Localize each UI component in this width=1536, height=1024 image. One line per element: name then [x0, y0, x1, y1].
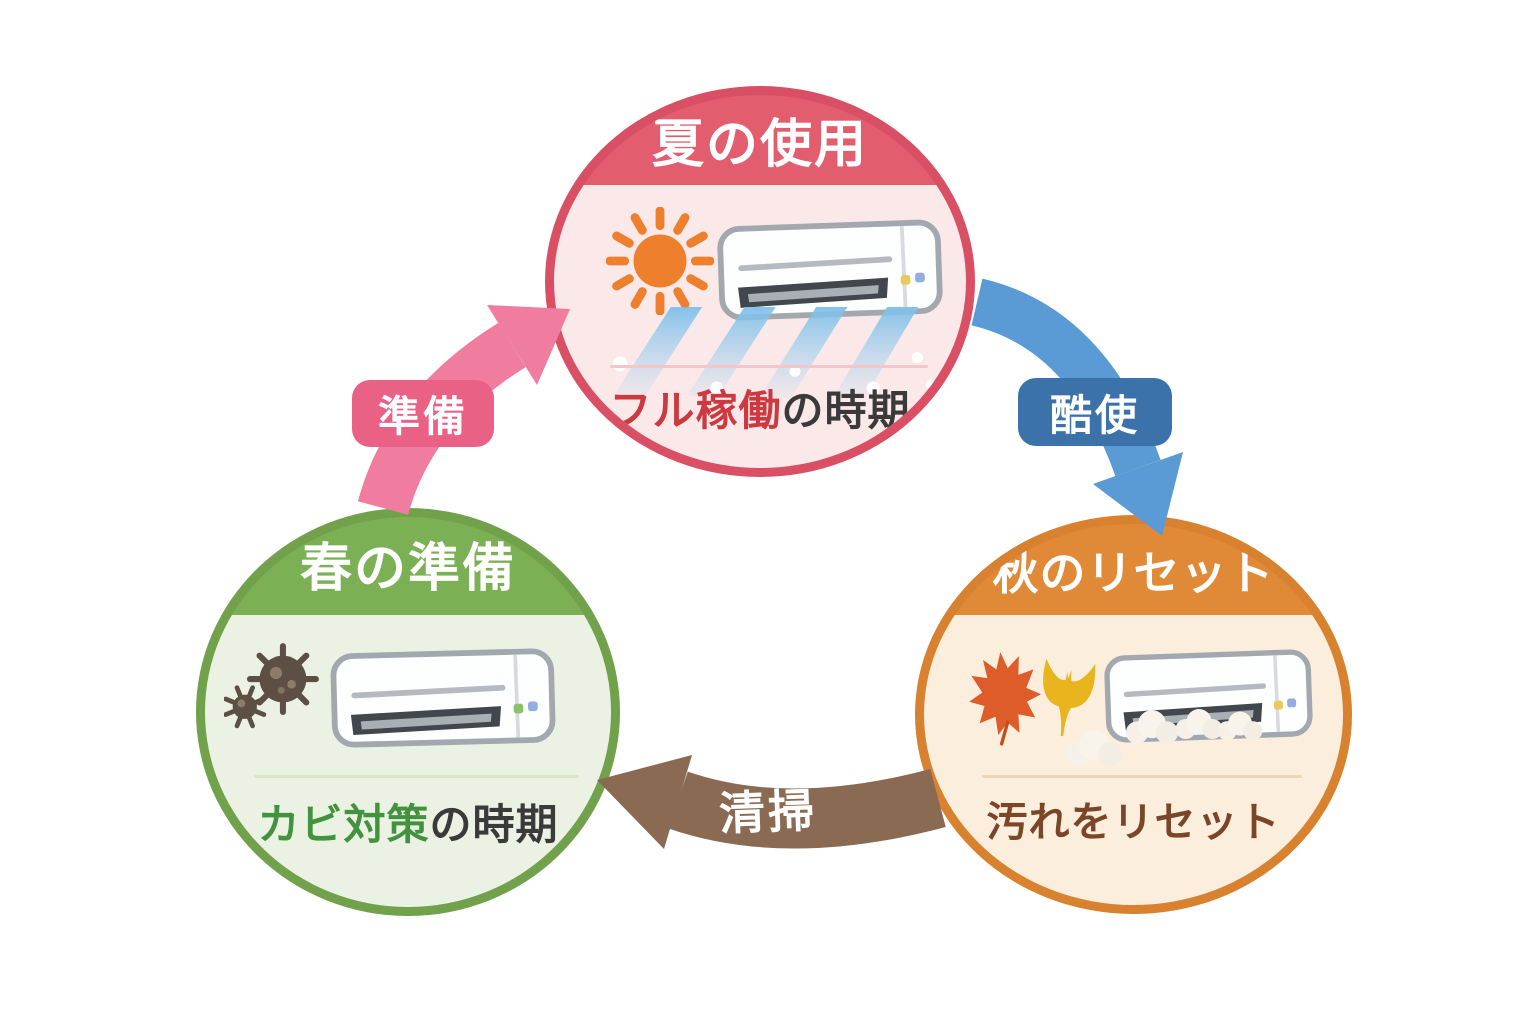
ac-unit-icon: [712, 213, 948, 327]
arrow-label-text: 酷使: [1049, 391, 1140, 439]
dust-puff-icon: [1066, 709, 1263, 766]
sparkle-dots-icon: [612, 352, 935, 395]
node-autumn-title: 秋のリセット: [992, 546, 1275, 599]
node-summer-title: 夏の使用: [651, 116, 868, 175]
ac-unit-icon: [1099, 643, 1317, 748]
node-autumn-caption: 汚れをリセット: [924, 788, 1343, 848]
node-autumn: 秋のリセット 汚れをリセット: [915, 515, 1352, 914]
caption-highlight: カビ対策: [257, 801, 430, 848]
separator-line: [610, 365, 928, 368]
caption-highlight: フル稼働: [609, 387, 782, 434]
cool-air-icon: [612, 307, 935, 399]
mold-spore-icon: [224, 643, 319, 729]
arrow-label-clean: 清掃: [687, 775, 849, 843]
arrow-label-overuse: 酷使: [1018, 378, 1172, 446]
ac-unit-icon: [326, 642, 561, 754]
arrow-label-text: 準備: [377, 393, 468, 440]
ginkgo-leaf-icon: [1043, 658, 1096, 737]
node-summer: 夏の使用: [545, 86, 975, 477]
caption-rest: の時期: [429, 801, 559, 848]
node-spring-caption: カビ対策の時期: [205, 791, 611, 852]
caption-rest: の時期: [781, 387, 911, 434]
maple-leaf-icon: [969, 652, 1041, 746]
separator-line: [254, 775, 579, 778]
sun-icon: [606, 207, 714, 315]
node-spring-title: 春の準備: [299, 540, 516, 599]
caption-highlight: 汚れをリセット: [986, 799, 1281, 845]
node-spring: 春の準備 カビ対: [196, 508, 620, 916]
separator-line: [982, 775, 1302, 778]
node-summer-caption: フル稼働の時期: [554, 377, 966, 438]
arrow-label-text: 清掃: [718, 784, 818, 840]
arrow-label-prepare: 準備: [352, 380, 494, 447]
